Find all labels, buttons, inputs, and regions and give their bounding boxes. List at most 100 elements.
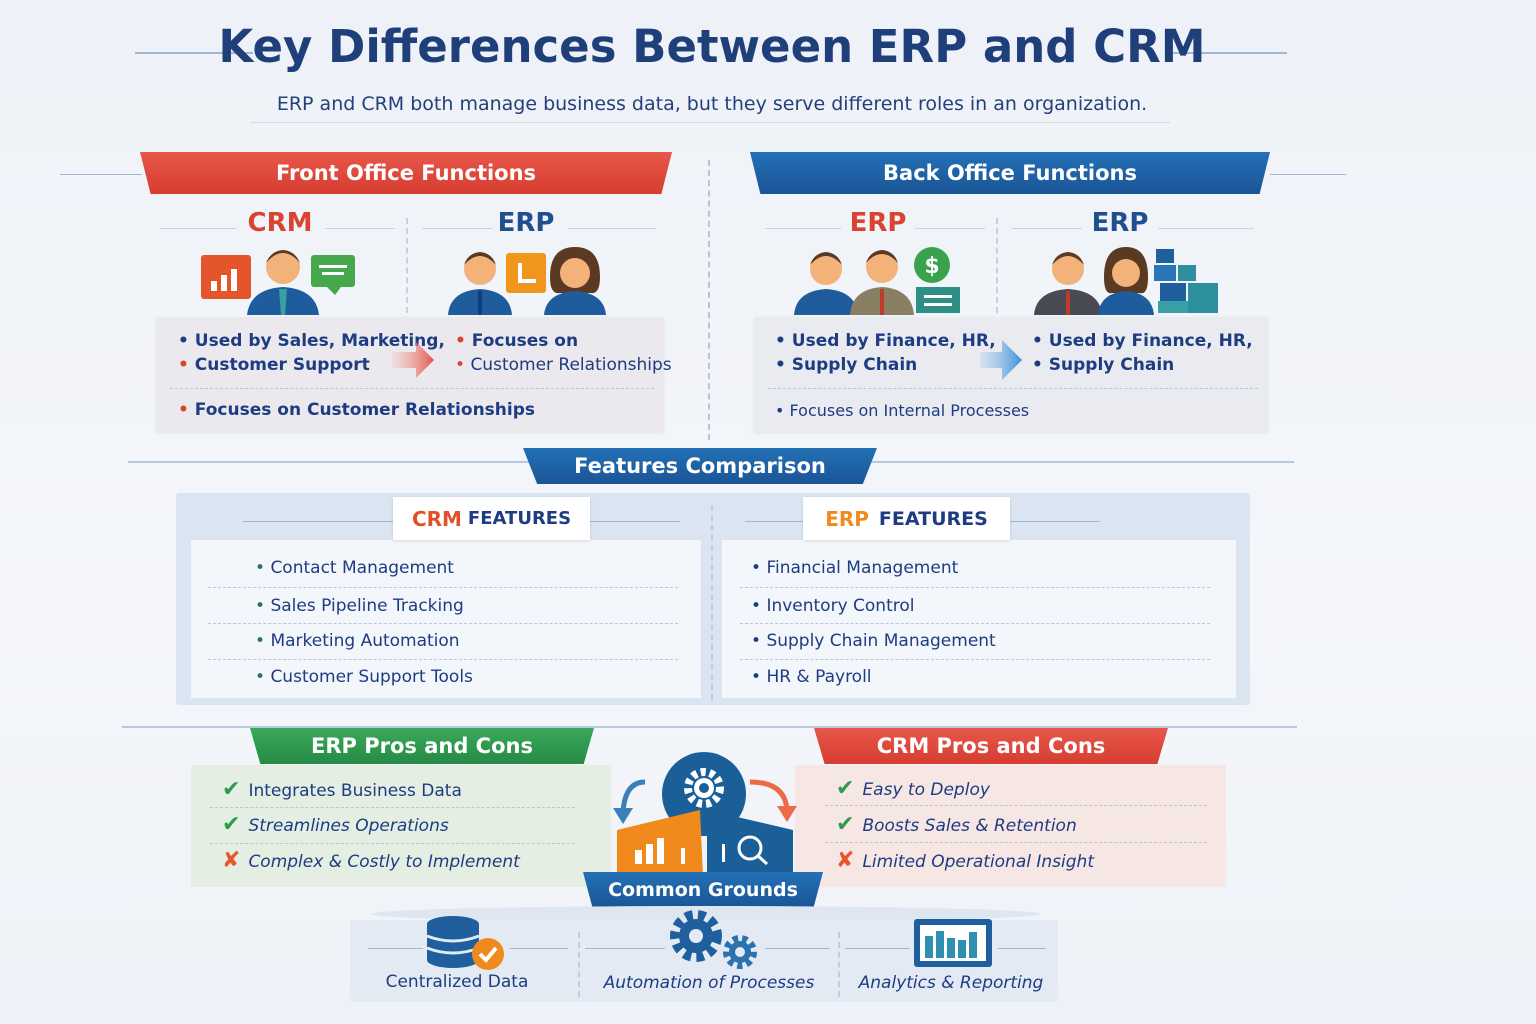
divider [585,948,665,949]
check-icon: ✔ [836,812,855,837]
person-icon [247,250,319,315]
divider [825,842,1207,843]
page-subtitle: ERP and CRM both manage business data, b… [276,93,1148,115]
person-icon [794,252,858,315]
erp-label: ERP [497,208,555,238]
common-item-label: Analytics & Reporting [858,973,1044,993]
divider [1158,228,1254,229]
divider [406,218,408,313]
tab-suffix: FEATURES [878,507,988,530]
tab-prefix: CRM [411,506,462,531]
divider [208,623,678,624]
divider [1270,174,1346,175]
divider [1010,521,1100,522]
crm-people-illustration [201,250,355,315]
center-divider [708,160,710,440]
crm-feature-item: Marketing Automation [255,631,459,651]
item-text: Limited Operational Insight [862,852,1094,872]
erp-con-item: ✘ Complex & Costly to Implement [222,848,520,873]
check-icon: ✔ [222,777,241,802]
divider [711,505,713,700]
divider [210,843,575,844]
back-bottom-item: Focuses on Internal Processes [775,401,1030,420]
gears-icon [670,910,757,969]
item-text: Boosts Sales & Retention [862,816,1077,836]
check-icon: ✔ [222,812,241,837]
divider [765,228,841,229]
divider [243,521,393,522]
erp-pro-item: ✔Integrates Business Data [222,777,462,802]
crm-feature-item: Customer Support Tools [255,667,472,687]
erp-feature-item: HR & Payroll [751,667,871,687]
divider [740,587,1210,588]
divider [838,932,840,997]
common-item-label: Automation of Processes [603,973,815,993]
arrow-icon [749,779,790,811]
divider [590,521,680,522]
check-icon: ✔ [836,776,855,801]
divider [740,623,1210,624]
divider [768,388,1258,389]
common-grounds-banner: Common Grounds [583,872,823,908]
arrow-right-icon [392,342,434,378]
divider [1012,228,1082,229]
divider [208,587,678,588]
erp-pros-box [191,765,611,887]
arrow-icon [620,779,646,813]
divider [745,521,803,522]
divider [208,659,678,660]
erp-people-illustration [448,247,606,315]
divider [510,948,568,949]
spreadsheet-icon [916,287,960,313]
crm-pro-item: ✔ Easy to Deploy [836,776,990,801]
front-left-item: Used by Sales, Marketing, [178,331,445,351]
divider [210,807,575,808]
person-female-icon [1098,247,1154,315]
title-rule-right [1170,52,1287,54]
crm-con-item: ✘ Limited Operational Insight [836,848,1094,873]
divider [568,228,656,229]
erp-pro-item: ✔Streamlines Operations [222,812,449,837]
erp-label: ERP [1091,208,1149,238]
crm-pro-item: ✔ Boosts Sales & Retention [836,812,1077,837]
divider [160,228,236,229]
cross-icon: ✘ [836,848,855,873]
divider [998,948,1046,949]
divider [325,228,395,229]
database-check-icon [426,916,504,970]
person-icon [1034,252,1102,315]
features-banner: Features Comparison [523,448,877,484]
divider [368,948,423,949]
title-rule-left [135,52,253,54]
divider [578,932,580,997]
divider [996,218,998,313]
front-office-banner: Front Office Functions [140,152,672,194]
erp-features-tab: ERP FEATURES [803,497,1010,540]
front-right-item: Customer Relationships [455,355,671,375]
tab-suffix: FEATURES [467,508,572,529]
divider [740,659,1210,660]
crm-pros-box [795,765,1226,887]
item-text: Easy to Deploy [862,780,990,800]
crm-feature-item: Sales Pipeline Tracking [255,596,463,616]
crm-pros-banner: CRM Pros and Cons [814,728,1168,764]
inventory-boxes-icon [1154,249,1218,313]
tab-prefix: ERP [825,506,869,531]
person-icon [850,250,914,315]
finance-people-illustration: $ [794,247,960,315]
search-panel-icon [707,810,793,876]
erp-feature-item: Inventory Control [751,596,914,616]
crm-feature-item: Contact Management [255,558,454,578]
report-icon [506,253,546,293]
erp-feature-item: Financial Management [751,558,958,578]
back-right-item: Used by Finance, HR, [1032,331,1253,351]
erp-pros-banner: ERP Pros and Cons [250,728,594,764]
chat-icon [311,255,355,295]
common-item-label: Centralized Data [385,972,529,992]
chart-icon [201,255,251,299]
item-text: Complex & Costly to Implement [248,852,520,872]
svg-text:$: $ [924,254,939,279]
divider [170,388,654,389]
cross-icon: ✘ [222,848,241,873]
